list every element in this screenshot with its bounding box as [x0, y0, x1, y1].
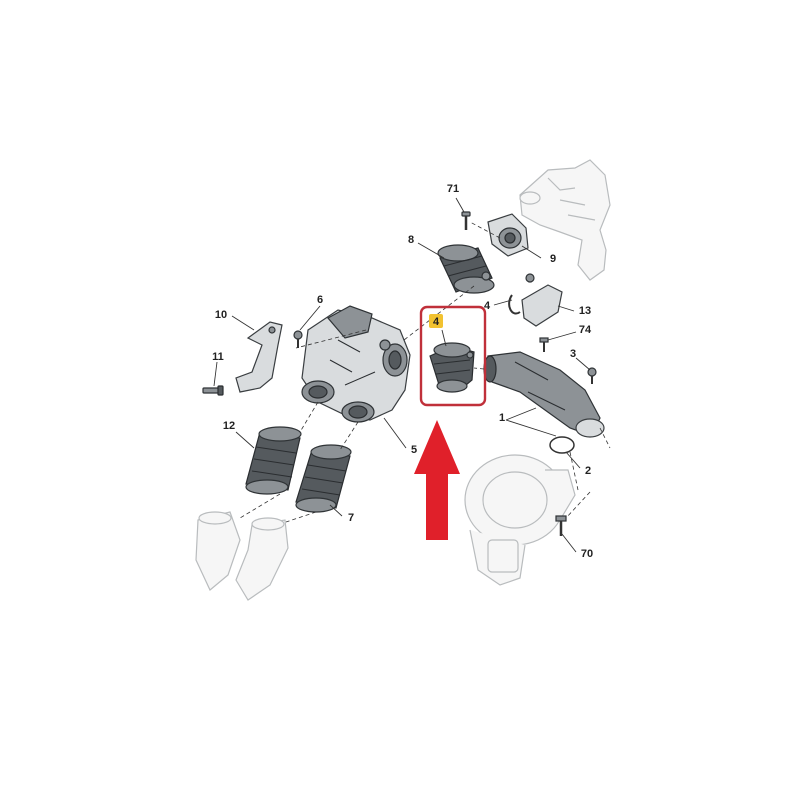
bolt-part-3 [587, 367, 597, 384]
alignment-lines [239, 221, 611, 523]
flange-part-9 [487, 213, 529, 257]
callout-5: 5 [411, 444, 417, 456]
hose-part-8 [437, 244, 495, 294]
callout-1: 1 [499, 412, 505, 424]
leader-lines [213, 197, 591, 553]
bolt-part-11 [202, 385, 224, 396]
o-ring-part-2 [549, 436, 575, 454]
callout-8: 8 [408, 234, 414, 246]
callout-2: 2 [585, 465, 591, 477]
hose-part-4-highlighted [429, 342, 475, 393]
callout-12: 12 [223, 420, 235, 432]
callout-71: 71 [447, 183, 459, 195]
callout-11: 11 [212, 351, 224, 363]
highlight-label: 4 [433, 316, 440, 328]
pipe-part-1 [483, 351, 605, 438]
callout-10: 10 [215, 309, 227, 321]
lower-pipes-ghost [195, 511, 289, 601]
callout-9: 9 [550, 253, 556, 265]
hose-part-7 [295, 444, 352, 513]
callout-labels: 71 8 9 10 6 4 13 74 11 3 12 5 1 2 7 70 [212, 183, 593, 560]
callout-4: 4 [484, 300, 491, 312]
turbocharger-ghost [464, 454, 576, 586]
bolt-part-71 [461, 211, 471, 230]
highlight-box: 4 [419, 305, 487, 407]
air-housing-part-5 [301, 305, 411, 423]
bolt-part-70 [555, 515, 567, 536]
bolt-part-74 [539, 337, 549, 352]
bracket-part-10 [235, 321, 283, 393]
callout-7: 7 [348, 512, 354, 524]
callout-13: 13 [579, 305, 591, 317]
callout-70: 70 [581, 548, 593, 560]
callout-74: 74 [579, 324, 592, 336]
callout-3: 3 [570, 348, 576, 360]
bracket-part-13 [508, 273, 563, 327]
intake-manifold-ghost [519, 159, 611, 281]
callout-6: 6 [317, 294, 323, 306]
pointer-arrow [414, 420, 460, 540]
hose-part-12 [245, 426, 302, 495]
bolt-part-6 [293, 330, 303, 348]
